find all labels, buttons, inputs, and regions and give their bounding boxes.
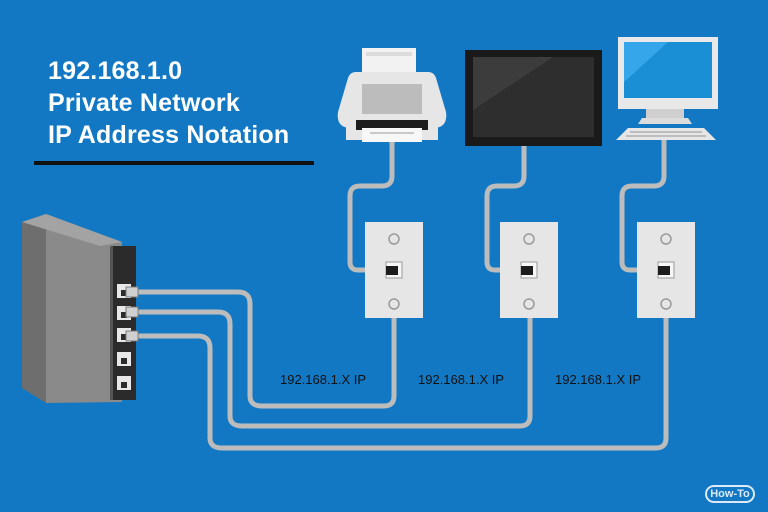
cable-router-to-jack-1: [133, 289, 397, 409]
ip-label-3: 192.168.1.X IP: [555, 372, 642, 387]
cable-printer-to-jack-1: [347, 137, 395, 273]
router-icon: [22, 214, 139, 403]
wall-jack-icon: [637, 222, 695, 318]
ip-label-1: 192.168.1.X IP: [280, 372, 367, 387]
wall-jack-icon: [500, 222, 558, 318]
wall-jack-icon: [365, 222, 423, 318]
title-line-3: IP Address Notation: [48, 121, 290, 149]
desktop-computer-icon: [616, 37, 718, 140]
cable-router-to-jack-2: [133, 309, 533, 429]
monitor-icon: [465, 50, 602, 146]
cable-desktop-to-jack-3: [619, 137, 667, 273]
title-line-1: 192.168.1.0: [48, 57, 183, 85]
logo: How-To: [705, 485, 755, 503]
cable-router-to-jack-3: [133, 315, 669, 451]
title-line-2: Private Network: [48, 89, 240, 117]
printer-icon: [337, 48, 447, 142]
ip-label-2: 192.168.1.X IP: [418, 372, 505, 387]
cable-monitor-to-jack-2: [484, 143, 527, 273]
title-underline: [34, 161, 314, 165]
